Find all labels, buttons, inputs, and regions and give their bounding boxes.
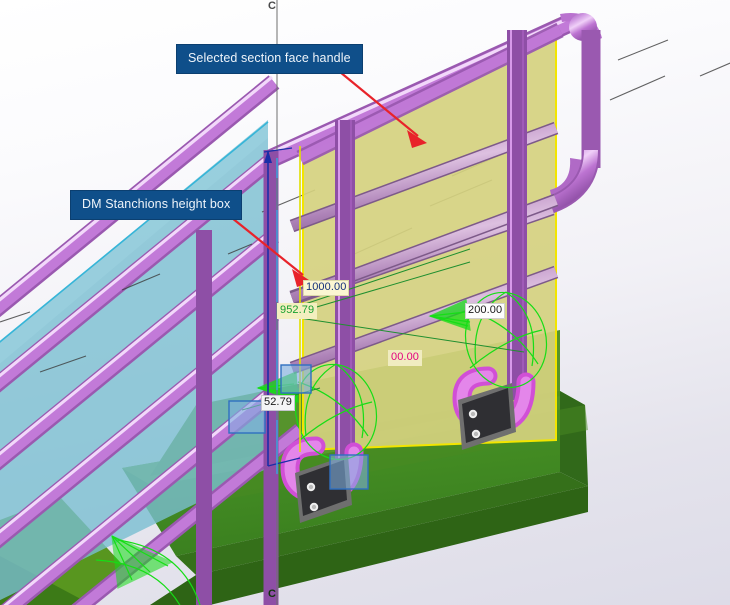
drag-handle-stanchion[interactable] [280, 364, 312, 394]
height-dimension-geometry[interactable] [263, 0, 301, 605]
drag-handle-base[interactable] [329, 454, 369, 490]
callout-dm-stanchions-height-box[interactable]: DM Stanchions height box [70, 190, 243, 220]
callout-arrows [231, 71, 427, 287]
callout-selected-section-face[interactable]: Selected section face handle [176, 44, 363, 74]
dimension-value-partial-52[interactable]: 52.79 [261, 395, 296, 411]
drag-handle-lower[interactable] [228, 400, 266, 434]
callout-arrow-face [339, 71, 427, 148]
dimension-value-partial-00[interactable]: 00.00 [388, 350, 423, 366]
section-letter-bottom: C [268, 588, 276, 600]
dimension-value-952[interactable]: 952.79 [277, 303, 318, 319]
dimension-value-1000[interactable]: 1000.00 [303, 280, 350, 296]
dimension-value-200[interactable]: 200.00 [465, 303, 506, 319]
rotation-manipulator-stair[interactable] [95, 535, 202, 605]
section-letter-top: C [268, 0, 276, 12]
